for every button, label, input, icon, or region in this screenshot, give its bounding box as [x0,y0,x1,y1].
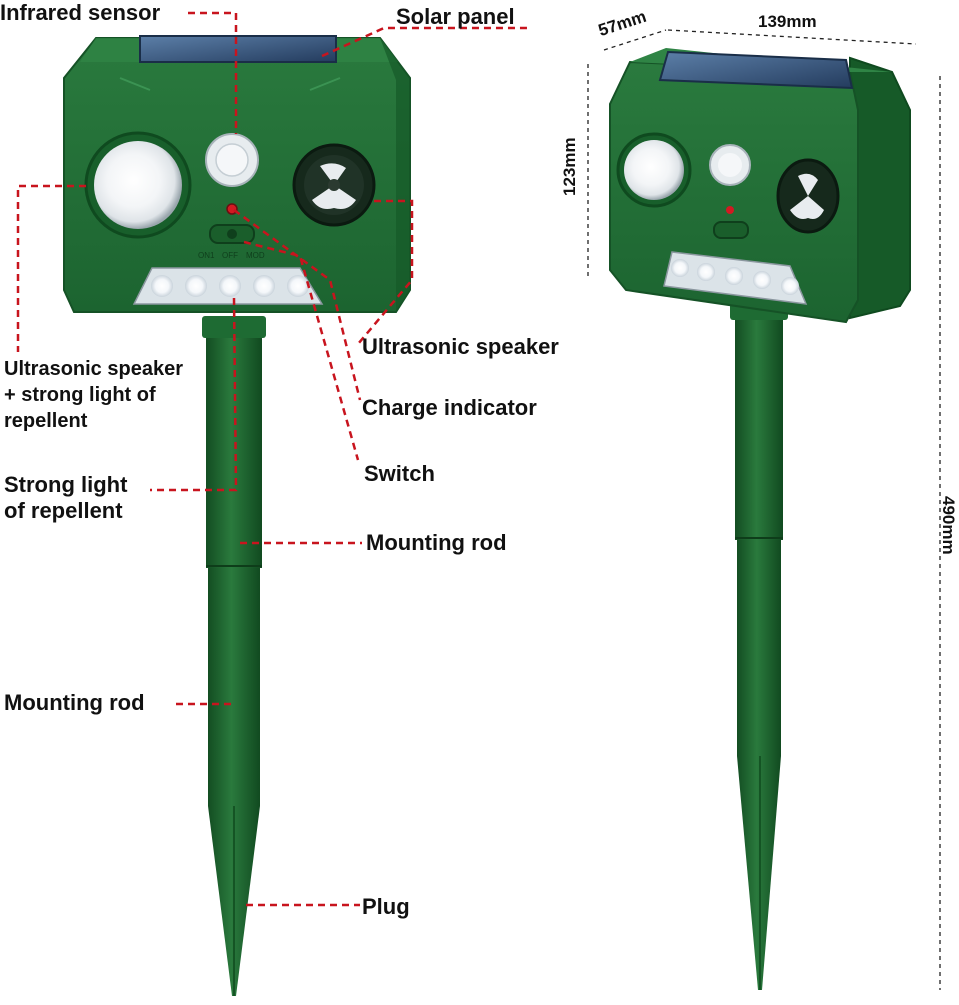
leader-charge-indicator [233,208,362,401]
left-rod-upper [206,318,262,568]
right-spike [737,756,781,990]
label-plug: Plug [362,894,410,919]
left-device: ON1 OFF MOD [63,35,411,996]
dim-total-height: 490mm [939,496,958,555]
left-switch-pos-1: ON1 [198,251,215,260]
label-speaker-light-line1: Ultrasonic speaker [4,358,183,380]
right-led-5 [781,277,799,295]
right-led-2 [697,263,715,281]
label-mounting-rod-upper: Mounting rod [366,530,507,555]
left-led-3 [219,275,241,297]
left-led-1 [151,275,173,297]
label-speaker-light-line2: + strong light of [4,384,156,406]
left-switch-pos-3: MOD [246,251,265,260]
label-mounting-rod-lower: Mounting rod [4,690,145,715]
label-switch: Switch [364,461,435,486]
left-led-2 [185,275,207,297]
dim-line-depth [603,29,667,51]
label-strong-light-line2: of repellent [4,498,123,523]
label-solar-panel: Solar panel [396,4,515,29]
label-infrared-sensor: Infrared sensor [0,0,161,25]
label-strong-light-line1: Strong light [4,472,128,497]
dim-box-height: 123mm [560,137,579,196]
right-led-3 [725,267,743,285]
label-ultrasonic-speaker: Ultrasonic speaker [362,334,559,359]
right-charge-indicator [726,206,734,214]
right-device [609,48,911,990]
label-speaker-light-line3: repellent [4,410,88,432]
left-lamp [94,141,182,229]
label-charge-indicator: Charge indicator [362,395,537,420]
left-rod-lower [208,568,260,806]
right-rod-upper [735,304,783,540]
dimension-lines [587,29,941,990]
left-led-4 [253,275,275,297]
right-rod-lower [737,540,781,756]
dim-line-width [667,29,917,45]
left-led-5 [287,275,309,297]
leader-ultrasonic-speaker [357,199,414,345]
dim-width: 139mm [758,12,817,31]
right-lamp [624,140,684,200]
right-switch [713,221,749,239]
left-switch-pos-2: OFF [222,251,238,260]
leader-strong-light [150,297,238,492]
right-led-1 [671,259,689,277]
leader-infrared-sensor [188,11,238,134]
left-solar-panel [139,35,337,63]
right-led-4 [753,271,771,289]
right-solar-panel [658,50,854,90]
leader-lines [16,11,528,907]
